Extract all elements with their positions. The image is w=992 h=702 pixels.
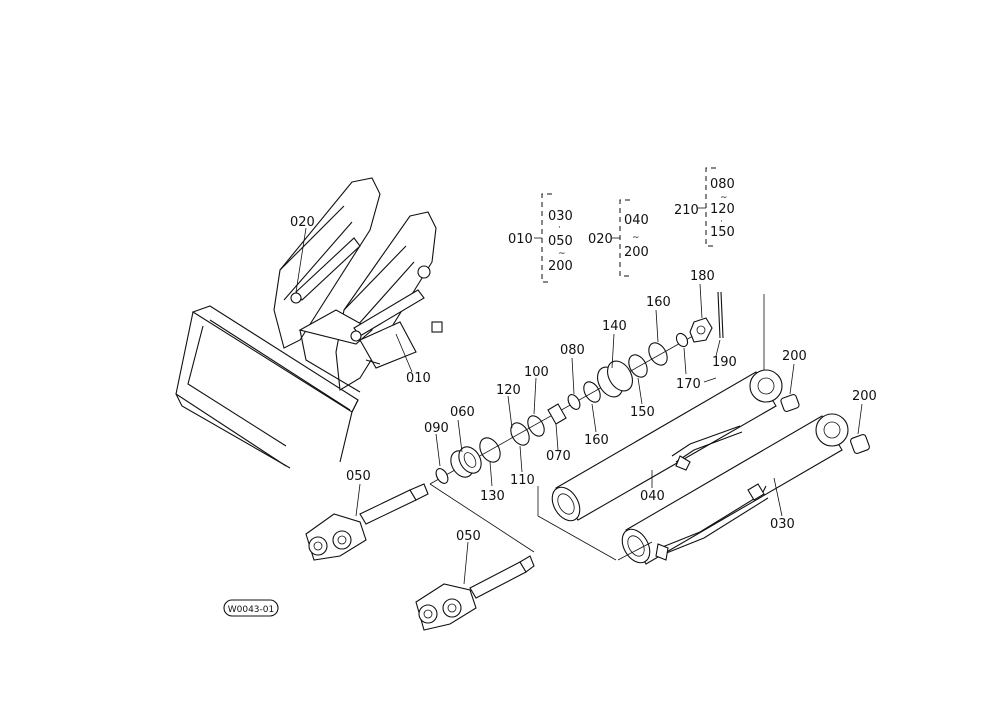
- group-210-sep-2: ·: [720, 217, 723, 227]
- assembly-outline-lines: [429, 294, 765, 561]
- group-010: 010 030 · 050 ~ 200: [508, 193, 573, 283]
- bushing-200-left: [780, 393, 800, 413]
- group-020-item-2: 200: [624, 245, 649, 260]
- callout-090: 090: [424, 421, 449, 436]
- group-210-item-3: 150: [710, 225, 735, 240]
- drawing-code-text: W0043-01: [228, 605, 275, 615]
- bushing-200-right: [850, 434, 870, 454]
- group-010-item-3: 200: [548, 259, 573, 274]
- leader-lines: [295, 227, 863, 585]
- callout-120: 120: [496, 383, 521, 398]
- callout-040: 040: [640, 489, 665, 504]
- callout-labels: 020 010 050 050 090 060 120 130 100 110 …: [290, 215, 877, 544]
- group-010-item-2: 050: [548, 234, 573, 249]
- group-210: 210 080 ~ 120 · 150: [674, 167, 735, 247]
- callout-180: 180: [690, 269, 715, 284]
- callout-070: 070: [546, 449, 571, 464]
- callout-010: 010: [406, 371, 431, 386]
- group-010-item-1: 030: [548, 209, 573, 224]
- callout-200-left: 200: [782, 349, 807, 364]
- callout-110: 110: [510, 473, 535, 488]
- loader-assembly-drawing: [175, 177, 443, 469]
- callout-060: 060: [450, 405, 475, 420]
- callout-130: 130: [480, 489, 505, 504]
- callout-050-lower: 050: [456, 529, 481, 544]
- group-210-label: 210: [674, 203, 699, 218]
- callout-190: 190: [712, 355, 737, 370]
- callout-080: 080: [560, 343, 585, 358]
- callout-150: 150: [630, 405, 655, 420]
- callout-160-right: 160: [646, 295, 671, 310]
- group-210-sep-1: ~: [720, 193, 728, 203]
- callout-050-upper: 050: [346, 469, 371, 484]
- seal-kit-parts: [429, 291, 724, 485]
- callout-170: 170: [676, 377, 701, 392]
- drawing-code-stamp: W0043-01: [223, 599, 279, 617]
- group-010-sep-2: ~: [558, 249, 566, 259]
- callout-030: 030: [770, 517, 795, 532]
- group-020-sep-1: ~: [632, 233, 640, 243]
- cylinder-tube-040: [551, 369, 783, 522]
- callout-140: 140: [602, 319, 627, 334]
- group-010-label: 010: [508, 232, 533, 247]
- group-020-label: 020: [588, 232, 613, 247]
- piston-rod-050-lower: [415, 555, 535, 631]
- callout-100: 100: [524, 365, 549, 380]
- group-020: 020 040 ~ 200: [588, 199, 649, 277]
- group-210-item-2: 120: [710, 202, 735, 217]
- group-020-item-1: 040: [624, 213, 649, 228]
- piston-rod-050-upper: [305, 483, 429, 561]
- callout-160-left: 160: [584, 433, 609, 448]
- callout-020: 020: [290, 215, 315, 230]
- group-210-item-1: 080: [710, 177, 735, 192]
- group-010-sep-1: ·: [558, 223, 561, 233]
- callout-200-right: 200: [852, 389, 877, 404]
